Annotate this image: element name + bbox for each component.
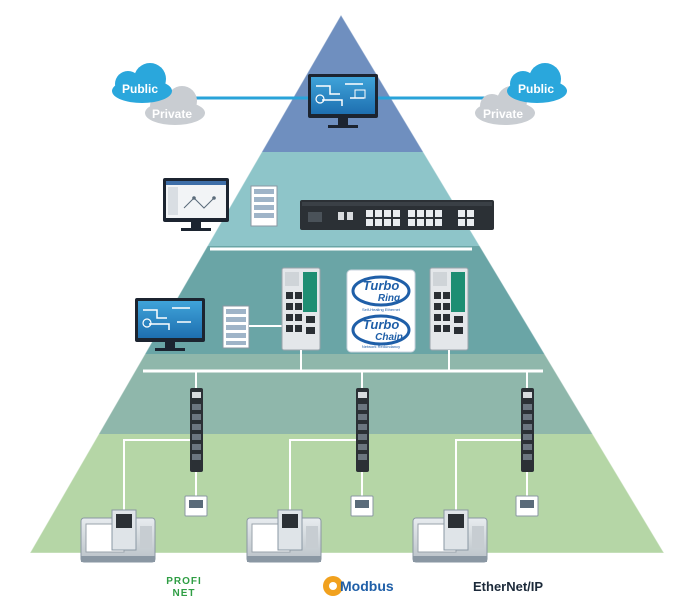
ethernet-ip-logo: EtherNet/IP xyxy=(473,579,543,594)
server-control xyxy=(250,185,278,227)
cloud-private-left: Private xyxy=(145,86,205,125)
turbo-ring-subtitle: Ring xyxy=(378,293,400,304)
turbo-chain-caption: Network Redundancy xyxy=(362,344,400,349)
din-switch-2 xyxy=(356,371,369,472)
profinet-line2: NET xyxy=(173,588,196,599)
cloud-private-right-label: Private xyxy=(483,107,523,121)
cloud-private-left-label: Private xyxy=(152,107,192,121)
cloud-private-right: Private xyxy=(475,86,535,125)
modbus-logo: Modbus xyxy=(323,576,394,596)
din-switch-3 xyxy=(521,371,534,472)
rack-switch xyxy=(300,200,494,230)
turbo-ring-caption: Self-Healing Ethernet xyxy=(362,307,401,312)
io-module-3 xyxy=(515,495,539,517)
turbo-chain-subtitle: Chain xyxy=(375,332,403,343)
io-module-2 xyxy=(350,495,374,517)
cloud-public-right-label: Public xyxy=(518,82,554,96)
io-module-1 xyxy=(184,495,208,517)
modbus-text: Modbus xyxy=(340,578,394,594)
profinet-line1: PROFI xyxy=(166,576,202,587)
tier-field xyxy=(30,354,664,434)
turbo-ring-title: Turbo xyxy=(363,278,400,293)
control-monitor xyxy=(163,178,229,231)
profinet-logo: PROFI NET xyxy=(158,573,212,599)
din-switch-1 xyxy=(190,371,203,472)
tier-control xyxy=(30,152,664,246)
cloud-public-left-label: Public xyxy=(122,82,158,96)
server-distribution xyxy=(222,305,250,349)
turbo-ring-chain-badge: Turbo Ring Self-Healing Ethernet Turbo C… xyxy=(346,269,416,353)
cloud-public-left: Public xyxy=(112,63,172,103)
managed-switch-left xyxy=(281,267,321,351)
cnc-machine-2 xyxy=(246,509,322,563)
cloud-public-right: Public xyxy=(507,63,567,103)
scada-monitor-top xyxy=(308,74,378,128)
ethernet-ip-text: EtherNet/IP xyxy=(473,579,543,594)
hmi-monitor xyxy=(135,298,205,351)
cnc-machine-1 xyxy=(80,509,156,563)
cnc-machine-3 xyxy=(412,509,488,563)
managed-switch-right xyxy=(429,267,469,351)
turbo-chain-title: Turbo xyxy=(363,317,400,332)
